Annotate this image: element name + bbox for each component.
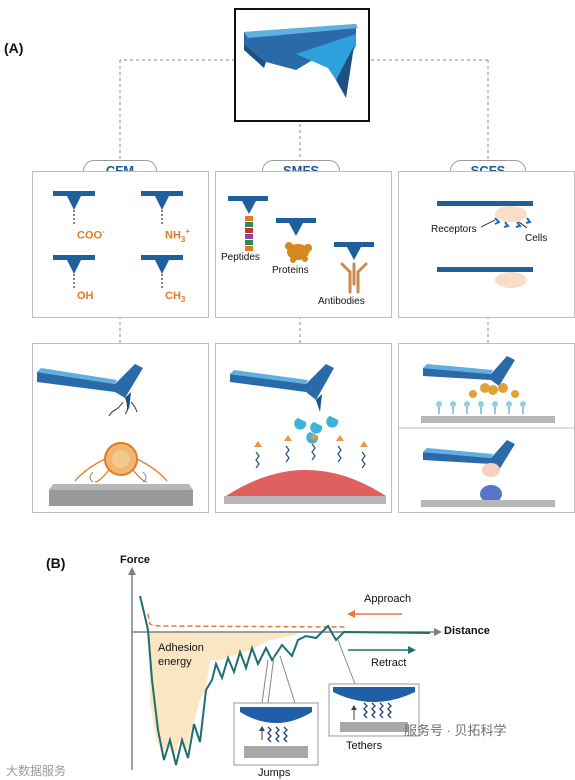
scfs-scene-graphic [399,356,574,507]
tethers-inset [328,683,420,737]
cfm-scene-graphic [37,364,193,506]
retract-arrow [408,646,416,654]
approach-arrow [347,610,355,618]
tethers-label: Tethers [346,740,383,752]
cantilever-overview-box [234,8,370,122]
cfm-label-hydroxyl: OH [77,290,94,302]
watermark-left: 大数据服务 [6,764,67,778]
antibody-icon [340,262,368,294]
smfs-illustration-box [215,343,392,513]
protein-blob-icon [285,242,312,263]
scfs-cells-box: Receptors Cells [398,171,575,318]
watermark-right: 服务号 · 贝拓科学 [404,723,507,738]
adhesion-label-line1: Adhesion [158,642,204,654]
label-antibodies: Antibodies [318,296,365,307]
cfm-functional-groups-box: COO- NH3+ OH CH3 [32,171,209,318]
cfm-label-carboxyl: COO- [77,227,105,242]
peptide-chain-icon [245,216,253,251]
label-peptides: Peptides [221,252,260,263]
cfm-label-methyl: CH3 [165,290,186,305]
jumps-label: Jumps [258,767,291,779]
smfs-tips-graphic [228,196,374,294]
scfs-cantilevers-graphic [437,201,533,288]
cfm-illustration-box [32,343,209,513]
cantilever-3d-icon [244,24,358,98]
smfs-biomolecules-box: Peptides Proteins Antibodies [215,171,392,318]
jumps-inset [233,702,319,766]
adhesion-label-line2: energy [158,656,192,668]
adhesion-energy-area [148,632,300,758]
label-receptors: Receptors [431,224,477,235]
panel-a-label: (A) [4,40,24,56]
approach-label: Approach [364,593,412,605]
scfs-illustration-box [398,343,575,513]
panel-b-label: (B) [46,555,66,571]
label-cells: Cells [525,233,548,244]
label-proteins: Proteins [272,265,309,276]
approach-curve [147,613,346,628]
cfm-tips-graphic [53,191,183,288]
x-axis-label: Distance [444,625,490,637]
y-axis-label: Force [120,554,150,566]
cfm-label-amine: NH3+ [165,227,191,244]
retract-label: Retract [371,657,407,669]
retract-curve [139,595,431,766]
smfs-scene-graphic [224,364,386,504]
